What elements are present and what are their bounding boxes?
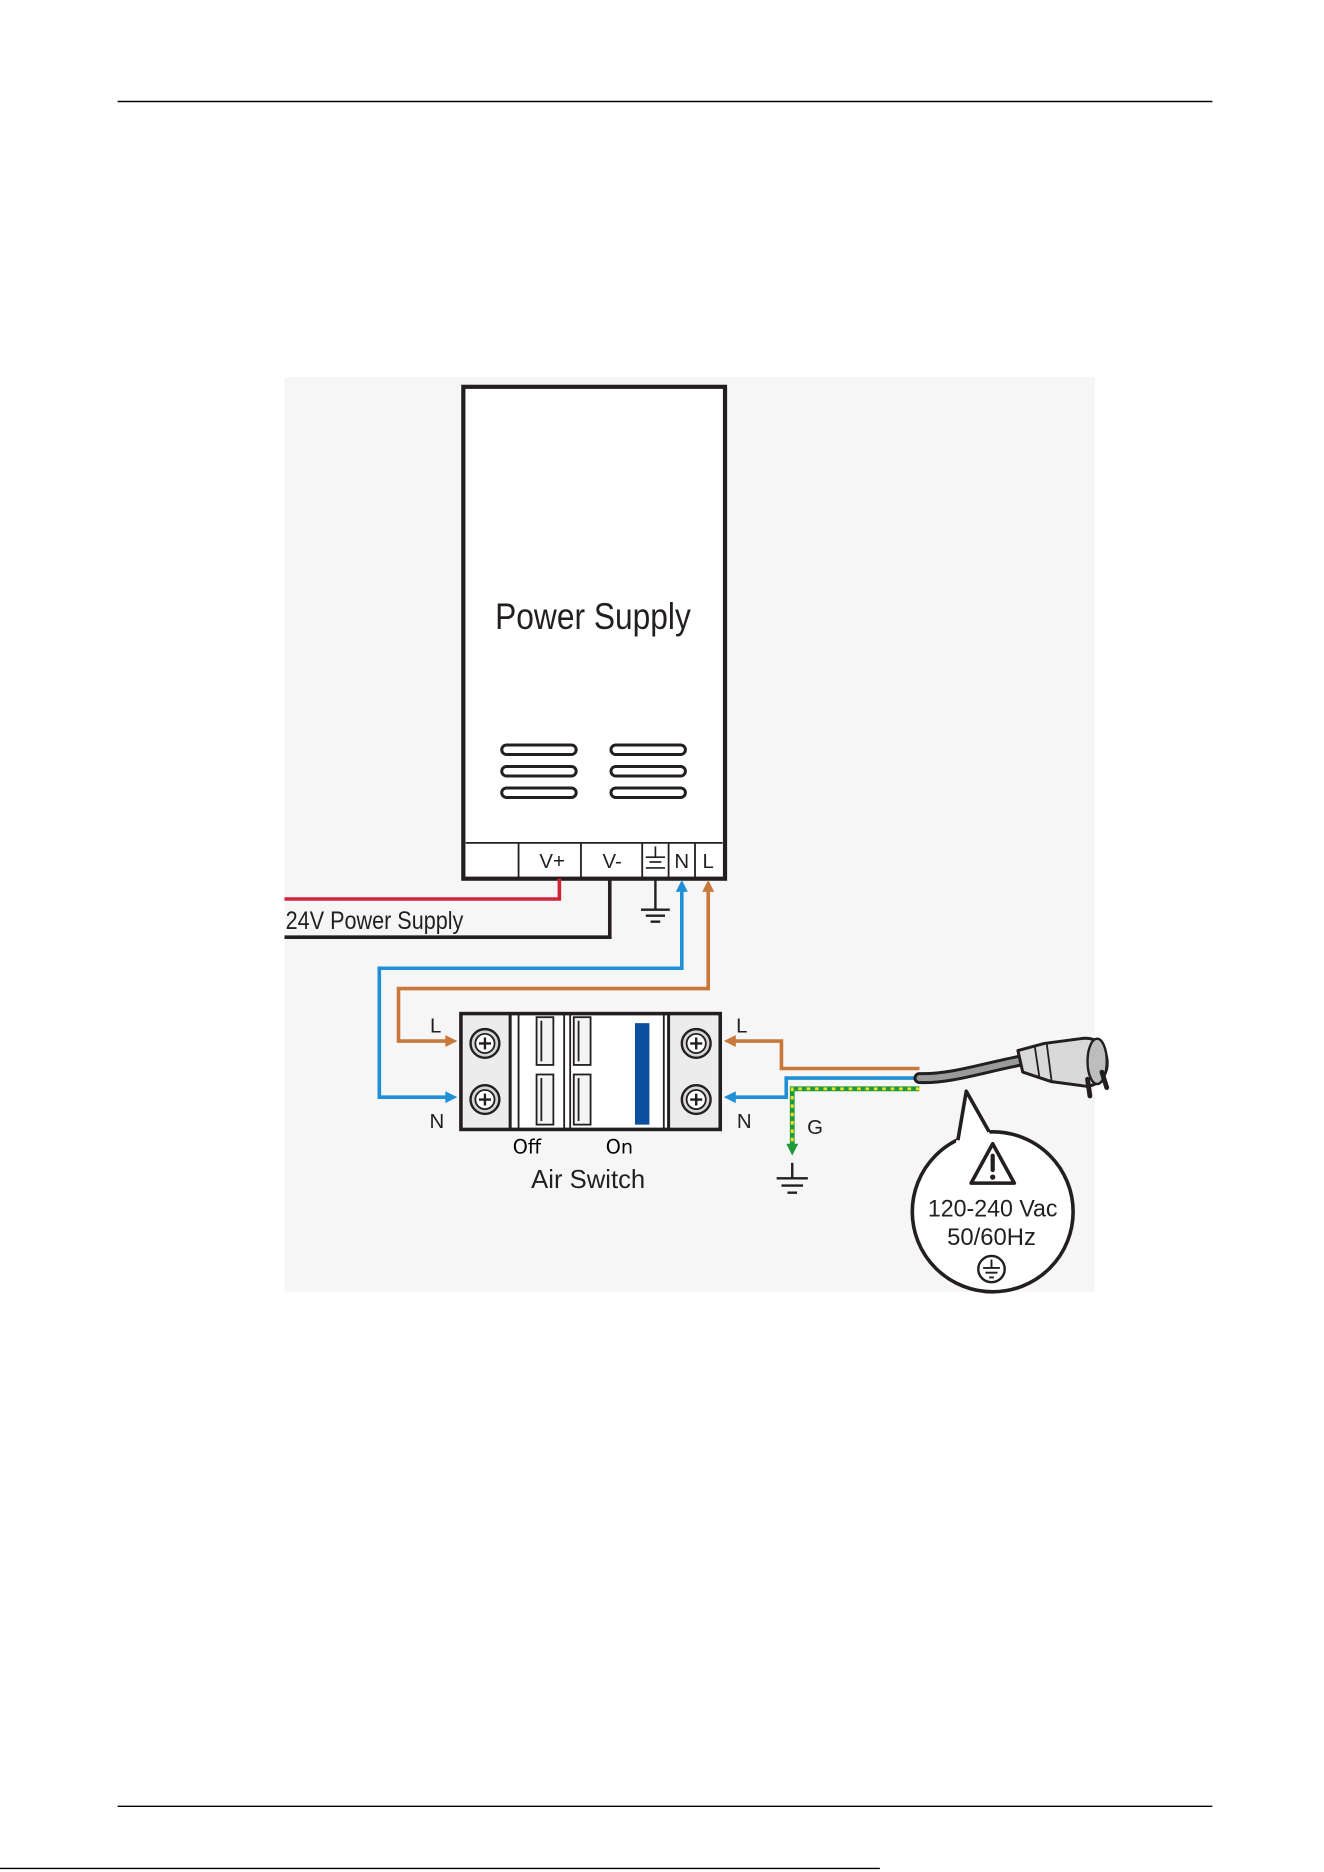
breaker-indicator-bar: [635, 1023, 649, 1124]
vent-slot: [611, 766, 685, 776]
terminal-live-label: L: [703, 851, 714, 873]
power-supply-title: Power Supply: [495, 595, 691, 637]
switch-left-live-label: L: [430, 1016, 441, 1038]
toggle-lever: [574, 1074, 591, 1124]
power-supply-unit: Power Supply V+: [463, 387, 725, 879]
vent-slot: [502, 766, 576, 776]
dc-output-label: 24V Power Supply: [286, 907, 464, 935]
earth-label: G: [807, 1117, 823, 1139]
screw-icon: [471, 1029, 500, 1058]
vent-slot: [611, 788, 685, 798]
screw-icon: [471, 1085, 500, 1114]
toggle-lever: [537, 1074, 554, 1124]
screw-icon: [682, 1029, 711, 1058]
mains-frequency: 50/60Hz: [947, 1224, 1036, 1251]
switch-on-label: On: [606, 1135, 633, 1158]
mains-voltage: 120-240 Vac: [928, 1196, 1058, 1223]
wiring-diagram: Power Supply V+: [284, 377, 1107, 1292]
vent-slot: [502, 745, 576, 755]
switch-off-label: Off: [513, 1135, 542, 1158]
switch-right-live-label: L: [736, 1016, 747, 1038]
vent-slot: [611, 745, 685, 755]
switch-right-neutral-label: N: [737, 1111, 752, 1133]
vent-slot: [502, 788, 576, 798]
terminal-v-plus-label: V+: [539, 851, 565, 873]
air-switch-title: Air Switch: [531, 1164, 645, 1194]
terminal-neutral-label: N: [674, 851, 689, 873]
terminal-v-minus-label: V-: [603, 851, 622, 873]
toggle-lever: [537, 1017, 554, 1065]
switch-left-neutral-label: N: [430, 1111, 445, 1133]
toggle-lever: [574, 1017, 591, 1065]
screw-icon: [682, 1085, 711, 1114]
